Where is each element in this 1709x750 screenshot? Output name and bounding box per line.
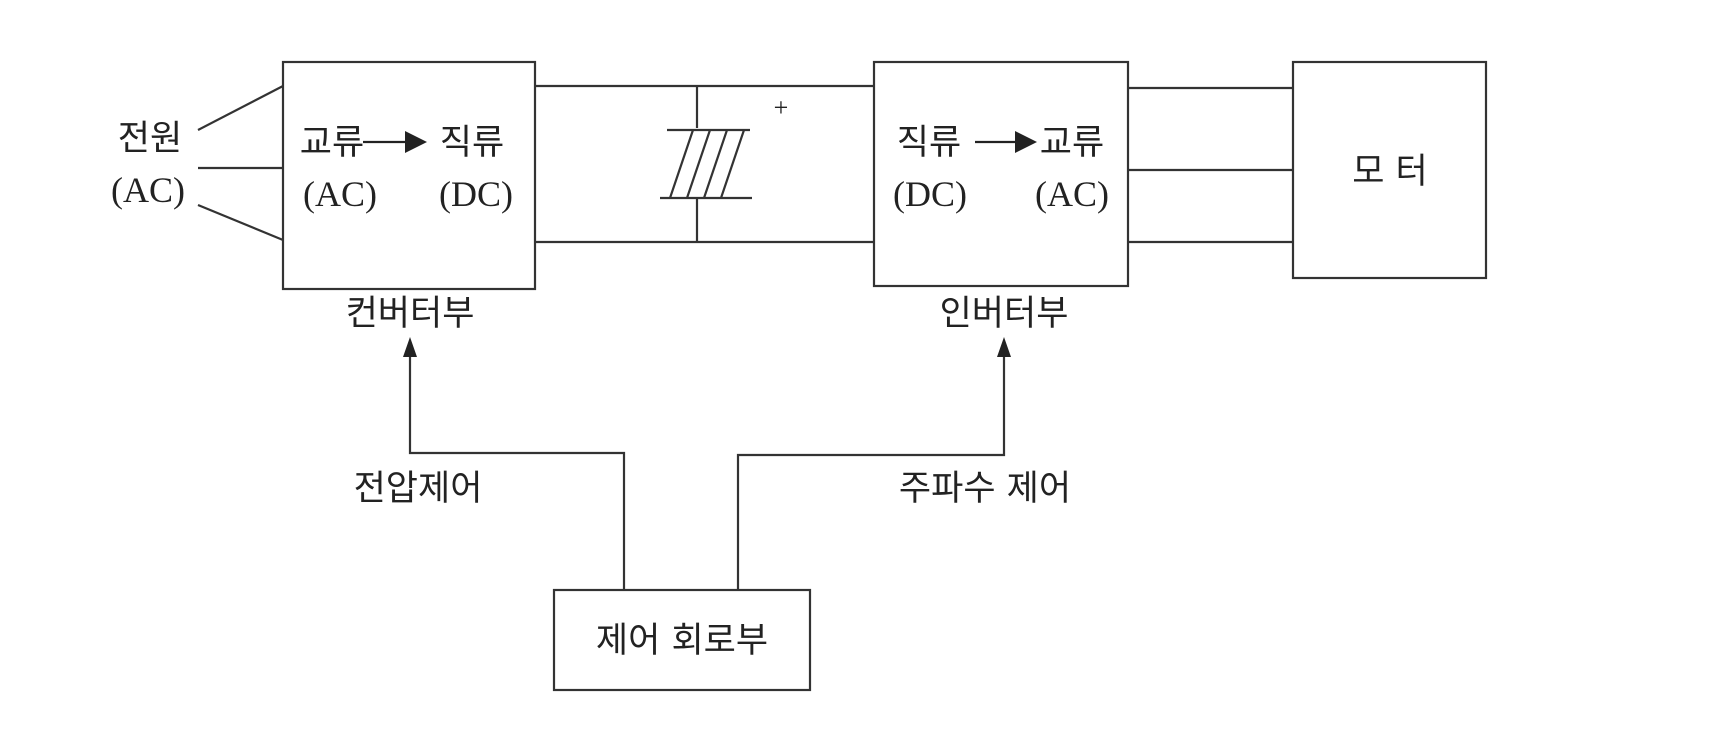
frequency-control-arrow-icon — [997, 337, 1011, 357]
inverter-caption: 인버터부 — [940, 294, 1069, 334]
inverter-input-label: 직류 — [897, 123, 961, 163]
control-circuit-block — [552, 588, 812, 692]
control-circuit-label: 제어 회로부 — [596, 621, 768, 661]
power-source-label: 전원 — [118, 119, 182, 159]
inverter-output-sublabel: (AC) — [1035, 174, 1109, 214]
frequency-control-line — [736, 348, 1006, 590]
inverter-input-sublabel: (DC) — [893, 174, 967, 214]
frequency-control-label: 주파수 제어 — [899, 469, 1071, 509]
ac-input-wires — [197, 85, 284, 242]
inverter-block — [872, 60, 1130, 288]
inverter-output-label: 교류 — [1040, 123, 1104, 163]
capacitor-symbol — [660, 128, 752, 200]
voltage-control-arrow-icon — [403, 337, 417, 357]
converter-caption: 컨버터부 — [346, 294, 475, 334]
motor-label: 모 터 — [1352, 152, 1428, 192]
converter-input-label: 교류 — [300, 123, 364, 163]
converter-output-label: 직류 — [440, 123, 504, 163]
motor-supply-wires — [1128, 86, 1293, 244]
power-source-sublabel: (AC) — [111, 170, 185, 210]
converter-block — [281, 60, 537, 291]
voltage-control-label: 전압제어 — [354, 469, 483, 509]
converter-output-sublabel: (DC) — [439, 174, 513, 214]
converter-input-sublabel: (AC) — [303, 174, 377, 214]
capacitor-plus-sign: + — [774, 93, 789, 122]
voltage-control-line — [408, 348, 626, 590]
motor-block — [1291, 60, 1488, 280]
